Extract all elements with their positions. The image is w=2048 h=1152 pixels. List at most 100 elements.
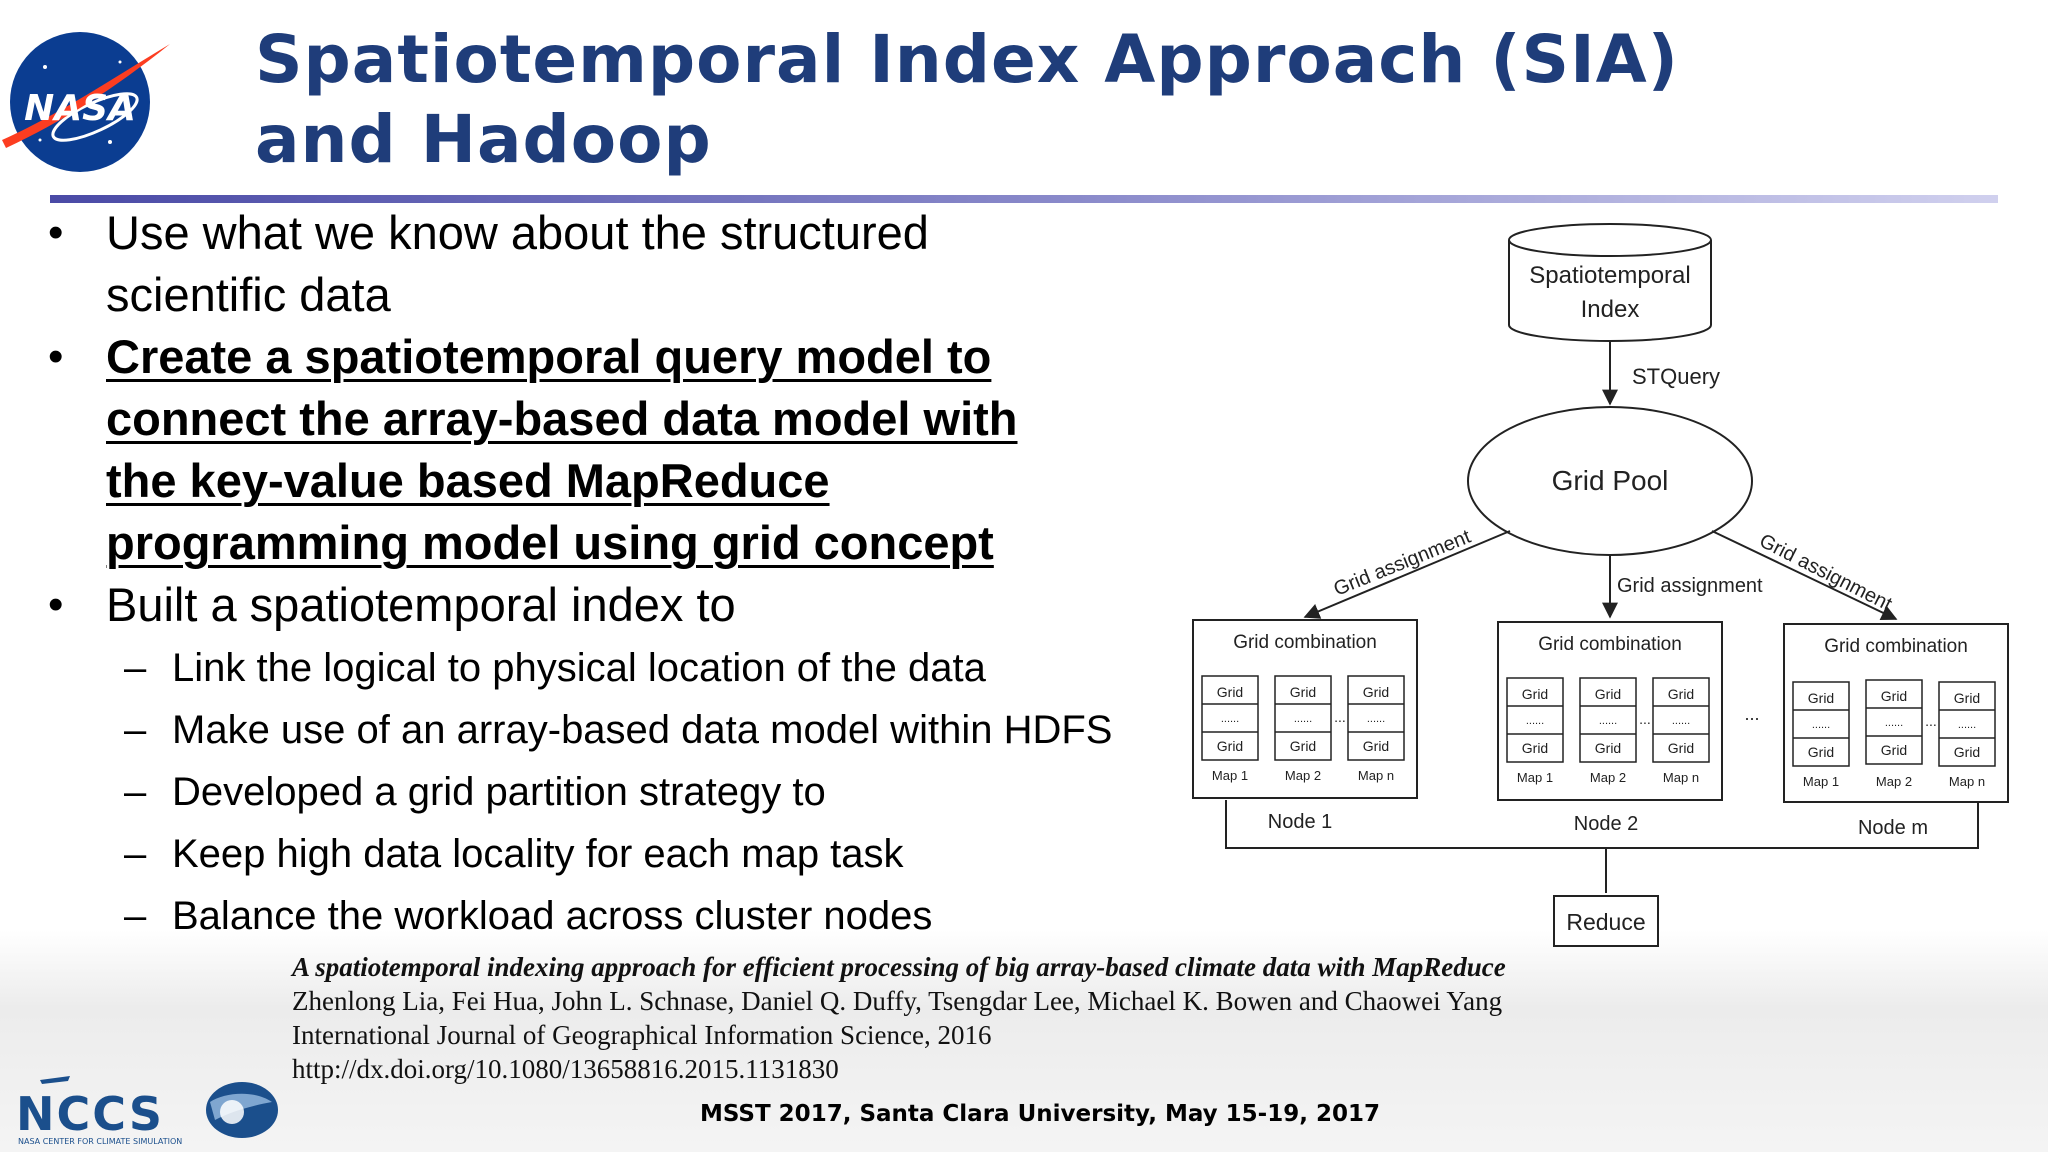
grid-label: Grid — [1595, 740, 1621, 756]
title-line-1: Spatiotemporal Index Approach (SIA) — [255, 21, 1679, 98]
grid-stack-map-2: Grid ...... Grid Map 2 — [1579, 677, 1637, 785]
grid-dots: ...... — [1221, 713, 1239, 725]
sub-bullet-marker: – — [124, 770, 147, 814]
grid-label: Grid — [1668, 686, 1694, 702]
bullet-1-line-2: scientific data — [106, 268, 391, 321]
grid-assignment-label-2: Grid assignment — [1617, 575, 1763, 597]
background-gradient — [0, 930, 2048, 1152]
grid-label: Grid — [1954, 744, 1980, 760]
grid-label: Grid — [1290, 738, 1316, 754]
grid-stack-map-n: Grid ...... Grid Map n — [1938, 681, 1996, 789]
grid-combination-label: Grid combination — [1233, 632, 1377, 653]
grid-assignment-arrow-1 — [1303, 530, 1511, 619]
sub-bullet-3: Developed a grid partition strategy to — [172, 770, 826, 814]
grid-dots: ...... — [1885, 717, 1903, 729]
grid-label: Grid — [1954, 690, 1980, 706]
index-label-line-2: Index — [1581, 296, 1640, 323]
map-label-1: Map 1 — [1212, 768, 1248, 783]
map-label-2: Map 2 — [1285, 768, 1321, 783]
bullet-2-line-4: programming model using grid concept — [106, 516, 994, 569]
grid-stack-map-1: Grid ...... Grid Map 1 — [1506, 677, 1564, 785]
grid-assignment-label-3: Grid assignment — [1756, 530, 1896, 616]
grid-dots: ...... — [1812, 719, 1830, 731]
stquery-label: STQuery — [1632, 364, 1720, 389]
map-label-n: Map n — [1949, 774, 1985, 789]
nccs-logo-icon: NCCS NASA CENTER FOR CLIMATE SIMULATION — [16, 1076, 278, 1146]
node-group-m: Grid combination Grid ...... Grid Map 1 … — [1783, 623, 2009, 803]
bullet-2-line-3: the key-value based MapReduce — [106, 454, 830, 507]
sub-bullet-marker: – — [124, 894, 147, 938]
ellipsis: ... — [1334, 709, 1346, 725]
citation-authors: Zhenlong Lia, Fei Hua, John L. Schnase, … — [292, 986, 1503, 1016]
citation: A spatiotemporal indexing approach for e… — [292, 950, 1506, 1086]
node-label-1: Node 1 — [1268, 811, 1333, 833]
map-label-2: Map 2 — [1590, 770, 1626, 785]
citation-title: A spatiotemporal indexing approach for e… — [292, 952, 1506, 982]
map-label-n: Map n — [1663, 770, 1699, 785]
grid-stack-map-1: Grid ...... Grid Map 1 — [1792, 681, 1850, 789]
sub-bullet-2: Make use of an array-based data model wi… — [172, 708, 1113, 752]
grid-stack-map-2: Grid ...... Grid Map 2 — [1274, 675, 1332, 783]
reduce-label: Reduce — [1566, 909, 1645, 935]
nccs-logo-text: NCCS — [16, 1087, 164, 1141]
citation-doi[interactable]: http://dx.doi.org/10.1080/13658816.2015.… — [292, 1054, 839, 1084]
citation-journal: International Journal of Geographical In… — [292, 1020, 992, 1050]
index-label-line-1: Spatiotemporal — [1529, 262, 1690, 289]
grid-assignment-arrow-3 — [1711, 530, 1898, 621]
grid-label: Grid — [1808, 744, 1834, 760]
title-divider — [50, 195, 1998, 203]
sub-bullet-1: Link the logical to physical location of… — [172, 646, 986, 690]
nasa-logo-text: NASA — [24, 88, 136, 129]
node-group-2: Grid combination Grid ...... Grid Map 1 … — [1497, 621, 1723, 801]
ellipsis: ... — [1639, 711, 1651, 727]
grid-stack-map-n: Grid ...... Grid Map n — [1652, 677, 1710, 785]
grid-stack-map-2: Grid ...... Grid Map 2 — [1865, 679, 1923, 789]
node-bracket — [1225, 800, 1979, 849]
grid-label: Grid — [1522, 686, 1548, 702]
grid-combination-label: Grid combination — [1824, 636, 1968, 657]
node-label-m: Node m — [1858, 817, 1928, 839]
node-label-2: Node 2 — [1574, 813, 1639, 835]
nasa-meatball-logo-icon: NASA — [2, 32, 170, 172]
grid-label: Grid — [1668, 740, 1694, 756]
grid-label: Grid — [1217, 684, 1243, 700]
node-ellipsis: ... — [1744, 704, 1759, 724]
grid-combination-label: Grid combination — [1538, 634, 1682, 655]
grid-label: Grid — [1290, 684, 1316, 700]
node-group-1: Grid combination Grid ...... Grid Map 1 … — [1192, 619, 1418, 799]
grid-label: Grid — [1808, 690, 1834, 706]
grid-label: Grid — [1522, 740, 1548, 756]
bullet-1-line-1: Use what we know about the structured — [106, 206, 929, 259]
grid-label: Grid — [1217, 738, 1243, 754]
bullet-marker: • — [48, 580, 64, 629]
grid-dots: ...... — [1599, 715, 1617, 727]
grid-stack-map-1: Grid ...... Grid Map 1 — [1201, 675, 1259, 783]
sub-bullet-4: Keep high data locality for each map tas… — [172, 832, 904, 876]
grid-label: Grid — [1881, 742, 1907, 758]
sub-bullet-marker: – — [124, 832, 147, 876]
grid-dots: ...... — [1672, 715, 1690, 727]
grid-dots: ...... — [1367, 713, 1385, 725]
grid-dots: ...... — [1958, 719, 1976, 731]
ellipsis: ... — [1925, 713, 1937, 729]
grid-label: Grid — [1881, 688, 1907, 704]
bullet-3-line-1: Built a spatiotemporal index to — [106, 578, 736, 631]
sub-bullet-marker: – — [124, 708, 147, 752]
grid-assignment-label-1: Grid assignment — [1331, 526, 1475, 601]
slide-title: Spatiotemporal Index Approach (SIA) and … — [255, 20, 1755, 180]
map-label-n: Map n — [1358, 768, 1394, 783]
sub-bullet-5: Balance the workload across cluster node… — [172, 894, 933, 938]
nccs-logo-subtext: NASA CENTER FOR CLIMATE SIMULATION — [18, 1137, 182, 1146]
grid-label: Grid — [1363, 684, 1389, 700]
reduce-box — [1553, 895, 1659, 947]
bullet-2-line-2: connect the array-based data model with — [106, 392, 1018, 445]
grid-dots: ...... — [1526, 715, 1544, 727]
map-label-2: Map 2 — [1876, 774, 1912, 789]
sub-bullet-marker: – — [124, 646, 147, 690]
bullet-marker: • — [48, 208, 64, 257]
footer-event: MSST 2017, Santa Clara University, May 1… — [700, 1101, 1380, 1127]
grid-dots: ...... — [1294, 713, 1312, 725]
title-line-2: and Hadoop — [255, 101, 712, 178]
